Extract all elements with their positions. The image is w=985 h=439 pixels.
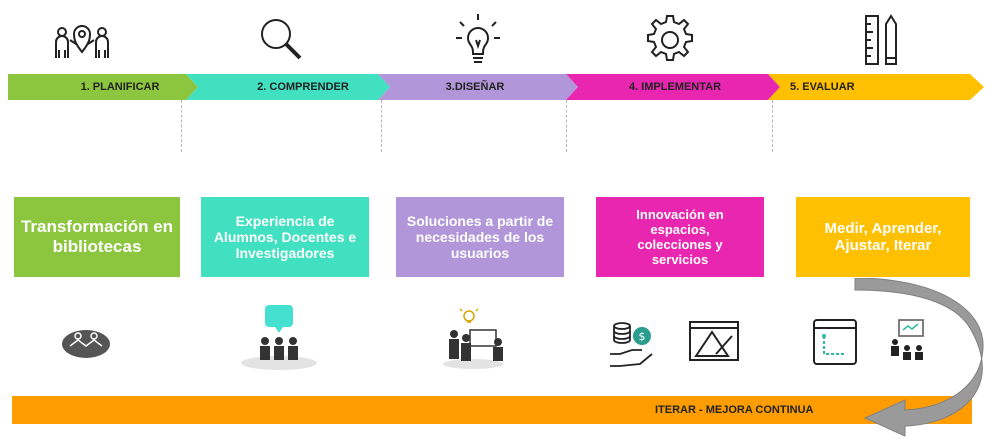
stage-3-label: 3.DISEÑAR <box>445 81 505 93</box>
stage-1-box: Transformación en bibliotecas <box>14 197 180 277</box>
iterate-bar <box>12 396 972 424</box>
stage-5-box: Medir, Aprender, Ajustar, Iterar <box>796 197 970 277</box>
svg-text:$: $ <box>639 330 646 343</box>
stage-5-box-text: Medir, Aprender, Ajustar, Iterar <box>824 220 942 254</box>
drafting-tools-icon <box>689 321 739 361</box>
divider <box>181 100 182 152</box>
stage-1-box-text: Transformación en bibliotecas <box>20 217 174 256</box>
magnifier-icon <box>261 19 302 60</box>
stage-3-box: Soluciones a partir de necesidades de lo… <box>396 197 564 277</box>
stage-5-label: 5. EVALUAR <box>790 81 855 93</box>
stage-1-arrow <box>8 74 198 100</box>
flowchart-window-icon <box>813 319 857 365</box>
stage-1-label: 1. PLANIFICAR <box>80 81 160 93</box>
iterate-curved-arrow-icon <box>854 278 984 437</box>
stage-2-box: Experiencia de Alumnos, Docentes e Inves… <box>201 197 369 277</box>
divider <box>381 100 382 152</box>
iterate-label: ITERAR - MEJORA CONTINUA <box>655 404 814 416</box>
board-meeting-icon <box>891 319 924 360</box>
meeting-table-icon <box>62 330 110 358</box>
presentation-idea-icon <box>443 308 503 369</box>
stage-2-box-text: Experiencia de Alumnos, Docentes e Inves… <box>213 213 357 261</box>
divider <box>566 100 567 152</box>
stage-4-box-text: Innovación en espacios, colecciones y se… <box>636 207 724 267</box>
stage-4-box: Innovación en espacios, colecciones y se… <box>596 197 764 277</box>
stage-3-arrow <box>378 74 578 100</box>
stage-3-box-text: Soluciones a partir de necesidades de lo… <box>406 213 554 261</box>
stage-4-label: 4. IMPLEMENTAR <box>628 81 722 93</box>
gear-icon <box>647 15 693 61</box>
ruler-pencil-icon <box>865 14 897 65</box>
lightbulb-icon <box>456 14 500 63</box>
people-location-icon <box>55 25 109 58</box>
money-hand-icon: $ <box>610 322 653 367</box>
timeline-arrow <box>8 74 984 100</box>
stage-4-arrow <box>566 74 780 100</box>
stage-5-arrow <box>768 74 984 100</box>
stage-2-arrow <box>186 74 390 100</box>
speech-bubble-audience-icon <box>241 305 317 370</box>
divider <box>772 100 773 152</box>
stage-2-label: 2. COMPRENDER <box>257 81 349 93</box>
